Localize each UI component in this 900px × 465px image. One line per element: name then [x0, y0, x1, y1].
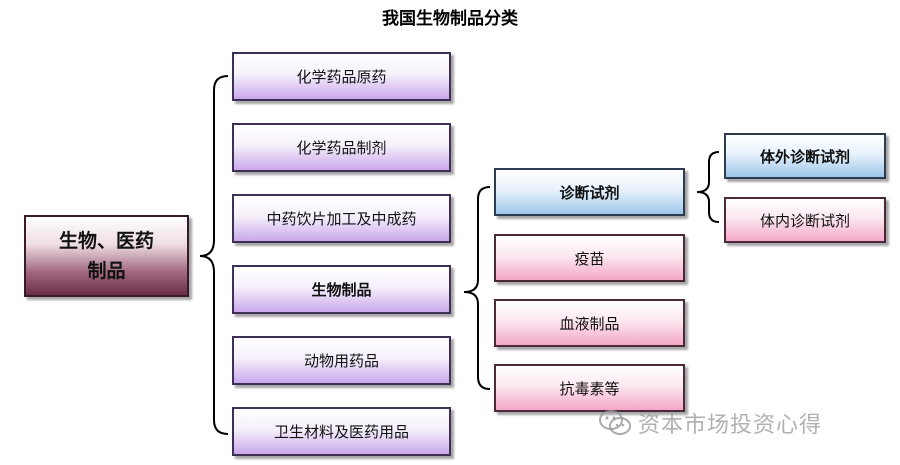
- root-node: 生物、医药 制品: [24, 215, 189, 297]
- brace-level1: [199, 75, 229, 435]
- node-vaccines: 疫苗: [494, 234, 685, 282]
- node-veterinary: 动物用药品: [232, 336, 451, 385]
- brace-level3: [696, 151, 720, 223]
- node-tcm: 中药饮片加工及中成药: [232, 194, 451, 243]
- root-label-line1: 生物、医药: [58, 230, 154, 252]
- wechat-icon: [599, 410, 631, 435]
- node-antitoxins: 抗毒素等: [494, 364, 685, 412]
- watermark: 资本市场投资心得: [598, 406, 822, 440]
- root-label-line2: 制品: [87, 260, 126, 282]
- brace-level2: [463, 186, 491, 390]
- node-in-vivo-diagnostics: 体内诊断试剂: [724, 197, 886, 243]
- node-diagnostic-reagents: 诊断试剂: [494, 168, 685, 216]
- node-medical-supplies: 卫生材料及医药用品: [232, 407, 451, 456]
- node-biological-products: 生物制品: [232, 265, 451, 314]
- diagram-title: 我国生物制品分类: [382, 9, 518, 29]
- node-in-vitro-diagnostics: 体外诊断试剂: [724, 133, 886, 179]
- node-chemical-preparation: 化学药品制剂: [232, 123, 451, 172]
- node-blood-products: 血液制品: [494, 299, 685, 347]
- node-chemical-raw: 化学药品原药: [232, 52, 451, 101]
- watermark-text: 资本市场投资心得: [638, 413, 823, 438]
